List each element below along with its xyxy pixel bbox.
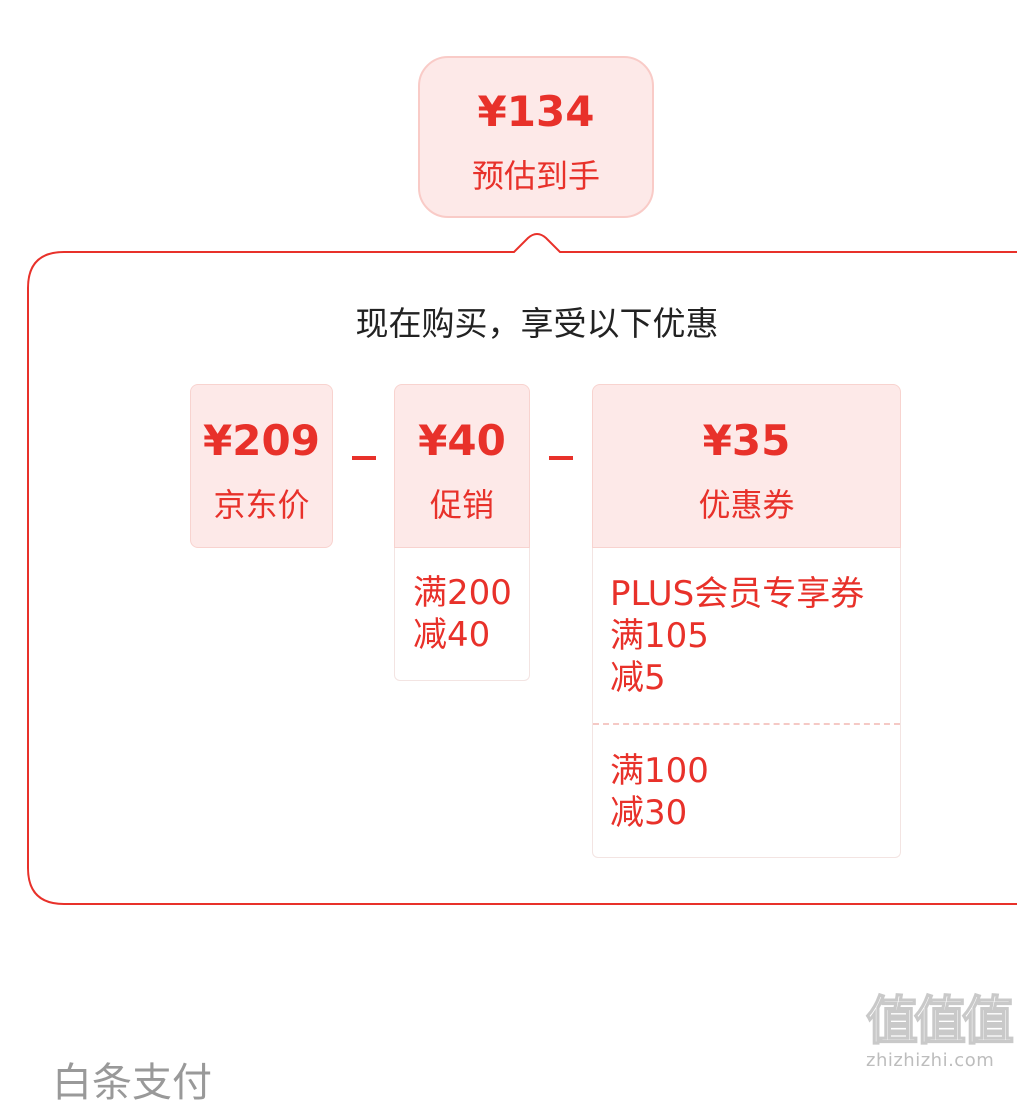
jd-price-label: 京东价 (213, 486, 310, 524)
coupon-item: PLUS会员专享券 满105 减5 (610, 573, 892, 699)
coupon-detail: PLUS会员专享券 满105 减5 满100 减30 (592, 548, 901, 858)
jd-price-value: ¥209 (203, 416, 320, 465)
estimated-price-label: 预估到手 (471, 157, 600, 195)
coupon-item: 满100 减30 (610, 750, 892, 834)
coupon-cell: ¥35 优惠券 (592, 384, 901, 548)
coupon-value: ¥35 (702, 416, 791, 465)
promotion-value: ¥40 (418, 416, 506, 465)
site-watermark: 值 值 值 zhizhizhi.com (865, 991, 1016, 1074)
watermark-logo: 值 (865, 991, 919, 1053)
coupon-label: 优惠券 (698, 486, 795, 524)
coupon-item-line: 减5 (610, 658, 666, 698)
panel-title: 现在购买，享受以下优惠 (355, 304, 719, 343)
minus-sign (549, 456, 573, 460)
estimated-price: ¥134 (477, 87, 595, 136)
estimated-price-box: ¥134 预估到手 (418, 56, 654, 218)
watermark-url: zhizhizhi.com (866, 1050, 995, 1071)
payment-section-title: 白条支付 (52, 1060, 212, 1106)
jd-price-cell: ¥209 京东价 (190, 384, 333, 548)
promotion-cell: ¥40 促销 (394, 384, 530, 548)
promotion-detail: 满200 减40 (394, 548, 530, 681)
coupon-item-line: PLUS会员专享券 (610, 574, 865, 614)
minus-sign (352, 456, 376, 460)
watermark-logo: 值 (913, 991, 967, 1053)
coupon-item-line: 满100 (610, 751, 709, 791)
coupon-item-line: 满105 (610, 616, 709, 656)
discount-panel-outline (27, 233, 1017, 905)
promotion-detail-line: 减40 (413, 615, 491, 655)
coupon-divider (593, 723, 900, 725)
coupon-item-line: 减30 (610, 793, 688, 833)
watermark-logo: 值 (961, 991, 1015, 1053)
promotion-label: 促销 (429, 486, 494, 524)
promotion-detail-line: 满200 (413, 573, 512, 613)
